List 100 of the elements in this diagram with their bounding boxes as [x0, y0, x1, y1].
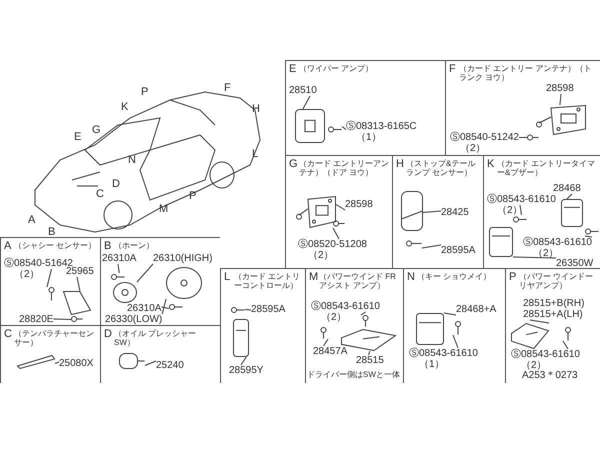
part-number: 28595Y: [229, 365, 264, 376]
leader-line: [562, 340, 568, 350]
leader-line: [452, 334, 458, 348]
leader-line: [54, 362, 60, 364]
amplifier-drawing: [295, 109, 325, 143]
bolt-icon: [71, 315, 83, 323]
parts-panel: [0, 237, 100, 325]
part-number: Ⓢ08313-6165C: [346, 121, 417, 132]
parts-panel: [100, 325, 220, 383]
leader-line: [144, 360, 156, 366]
quantity: （2）: [308, 250, 335, 261]
part-number: 28515+B(RH): [523, 298, 584, 309]
leader-line: [360, 312, 366, 316]
panel-letter: K: [487, 158, 494, 170]
panel-title: （カード エントリー アンテナ）（トランク ヨウ）: [459, 64, 592, 82]
parts-panel: [220, 268, 305, 383]
panel-title: （パワー ウインドーリヤアンプ）: [519, 272, 594, 290]
part-number: 28515+A(LH): [523, 309, 584, 320]
part-number: 28598: [345, 199, 373, 210]
panel-title: （カード エントリータイマー&ブザー）: [497, 159, 596, 177]
module-drawing: [489, 227, 513, 257]
quantity: （1）: [419, 359, 446, 370]
location-letter: D: [112, 178, 120, 190]
part-number: 28468+A: [456, 304, 496, 315]
part-number: 26310(HIGH): [153, 253, 212, 264]
bolt-icon: [169, 303, 183, 311]
leader-line: [332, 228, 340, 240]
parts-panel: [505, 268, 600, 383]
leader-line: [136, 264, 154, 282]
leader-line: [422, 210, 442, 213]
bolt-icon: [527, 133, 539, 142]
location-letter: H: [252, 103, 260, 115]
part-number: 28598: [546, 83, 574, 94]
leader-line: [323, 338, 328, 346]
panel-title: （ストップ&テールランプ センサー）: [406, 159, 476, 177]
bolt-icon: [231, 306, 245, 314]
part-number: 25965: [66, 266, 94, 277]
panel-title: （キー ショウメイ）: [417, 272, 492, 281]
bolt-icon: [333, 219, 345, 228]
panel-title: （カード エントリーアンテナ）（ドア ヨウ）: [299, 159, 390, 177]
quantity: （2）: [521, 360, 548, 371]
part-number: 28515: [356, 355, 384, 366]
leader-line: [518, 137, 528, 138]
leader-line: [46, 268, 52, 288]
leader-line: [566, 194, 572, 200]
panel-letter: G: [289, 158, 298, 170]
part-number: Ⓢ08520-51208: [298, 239, 367, 250]
leader-line: [336, 204, 346, 210]
leader-line: [302, 96, 310, 110]
parts-panel: [285, 60, 445, 155]
sensor-drawing: [401, 191, 423, 231]
bolt-icon: [47, 287, 56, 301]
part-number: Ⓢ08543-61610: [487, 194, 556, 205]
part-number: 28457A: [313, 346, 348, 357]
leader-line: [118, 264, 120, 274]
leader-line: [559, 94, 562, 106]
location-letter: N: [128, 154, 136, 166]
parts-panel: [483, 155, 600, 268]
parts-panel: [305, 268, 403, 383]
panel-letter: P: [509, 271, 516, 283]
parts-panel: [445, 60, 600, 155]
bolt-icon: [513, 215, 527, 224]
bolt-icon: [361, 315, 370, 327]
leader-line: [584, 236, 592, 238]
parts-panel: [403, 268, 505, 383]
location-letter: C: [96, 188, 104, 200]
leader-line: [368, 350, 370, 356]
parts-panel: [392, 155, 483, 268]
part-number: 25080X: [59, 358, 94, 369]
panel-title: （オイル プレッシャー SW）: [114, 329, 198, 347]
location-letter: E: [74, 131, 82, 143]
horn-drawing: [166, 267, 202, 299]
panel-letter: B: [104, 240, 112, 252]
part-number: Ⓢ08543-61610: [311, 301, 380, 312]
leader-line: [422, 244, 442, 248]
location-letter: K: [121, 101, 128, 113]
part-number: 28820E: [19, 314, 54, 325]
panel-title: （ワイパー アンプ）: [299, 64, 374, 73]
panel-letter: F: [449, 63, 456, 75]
leader-line: [160, 306, 170, 309]
panel-title: （シャシー センサー）: [14, 241, 98, 250]
panel-title: （パワーウインド FRアシスト アンプ）: [319, 272, 397, 290]
panel-letter: M: [309, 271, 318, 283]
panel-letter: N: [407, 271, 415, 283]
switch-drawing: [119, 353, 145, 369]
panel-title: （テンパラチャーセンサー）: [14, 329, 95, 347]
quantity: （2）: [497, 205, 524, 216]
module-drawing: [561, 199, 583, 227]
bolt-icon: [453, 321, 463, 335]
leader-line: [76, 276, 80, 292]
part-number: Ⓢ08543-61610: [409, 348, 478, 359]
quantity: （1）: [356, 132, 383, 143]
bolt-icon: [406, 239, 422, 248]
part-number: 26330(LOW): [105, 314, 162, 325]
part-number: 26310A: [102, 253, 136, 264]
note: ドライバー側はSWと一体: [307, 369, 400, 381]
part-number: 28510: [289, 85, 317, 96]
bolt-icon: [328, 125, 342, 134]
leader-line: [162, 298, 166, 314]
panel-title: （ホーン）: [114, 241, 155, 250]
